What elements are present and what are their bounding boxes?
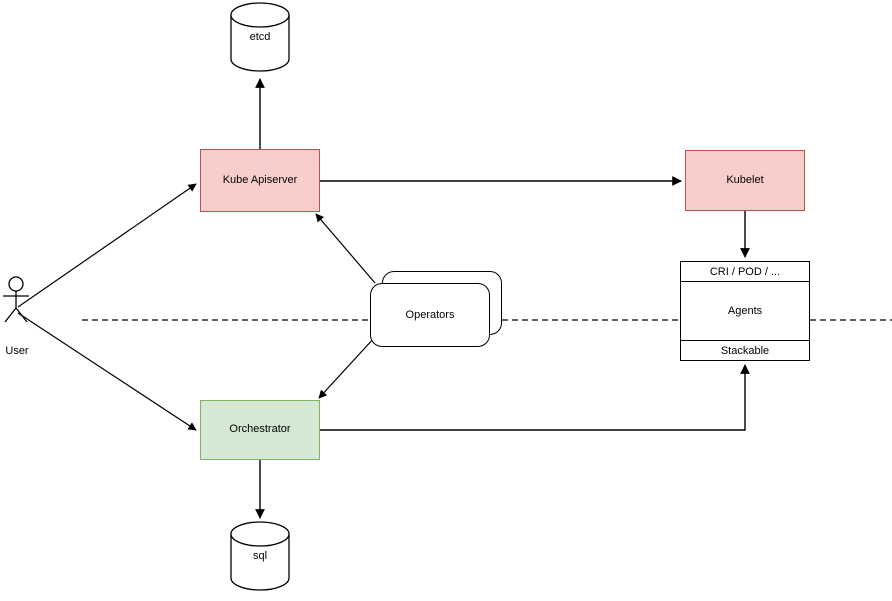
node-kube-apiserver-label: Kube Apiserver <box>222 173 298 186</box>
node-sql[interactable]: sql <box>230 521 290 591</box>
node-orchestrator-label: Orchestrator <box>229 423 291 436</box>
node-sql-label: sql <box>252 550 268 562</box>
edge-operators-to-apiserver <box>315 213 376 284</box>
node-agents-body: Agents <box>681 282 809 340</box>
node-user-label: User <box>5 345 29 357</box>
node-etcd-label: etcd <box>249 31 271 43</box>
edge-user-to-orchestrator <box>17 312 197 431</box>
node-orchestrator[interactable]: Orchestrator <box>200 400 320 460</box>
edge-user-to-apiserver <box>17 183 197 308</box>
node-agents-header: CRI / POD / ... <box>681 262 809 282</box>
node-agents-header-label: CRI / POD / ... <box>709 265 781 278</box>
node-kube-apiserver[interactable]: Kube Apiserver <box>200 149 320 212</box>
node-user-actor[interactable] <box>2 276 34 324</box>
node-agents-footer: Stackable <box>681 340 809 360</box>
node-etcd[interactable]: etcd <box>230 2 290 72</box>
node-agents-footer-label: Stackable <box>720 344 770 357</box>
edge-operators-to-orchestrator <box>318 336 376 399</box>
node-operators[interactable]: Operators <box>370 271 502 347</box>
edge-orchestrator-to-stackable <box>320 364 750 431</box>
node-kubelet-label: Kubelet <box>726 173 764 186</box>
node-agents[interactable]: CRI / POD / ... Agents Stackable <box>680 261 810 361</box>
node-operators-label: Operators <box>405 309 455 321</box>
node-agents-body-label: Agents <box>727 305 763 317</box>
node-operators-front-card[interactable]: Operators <box>370 283 490 347</box>
node-kubelet[interactable]: Kubelet <box>685 150 805 211</box>
